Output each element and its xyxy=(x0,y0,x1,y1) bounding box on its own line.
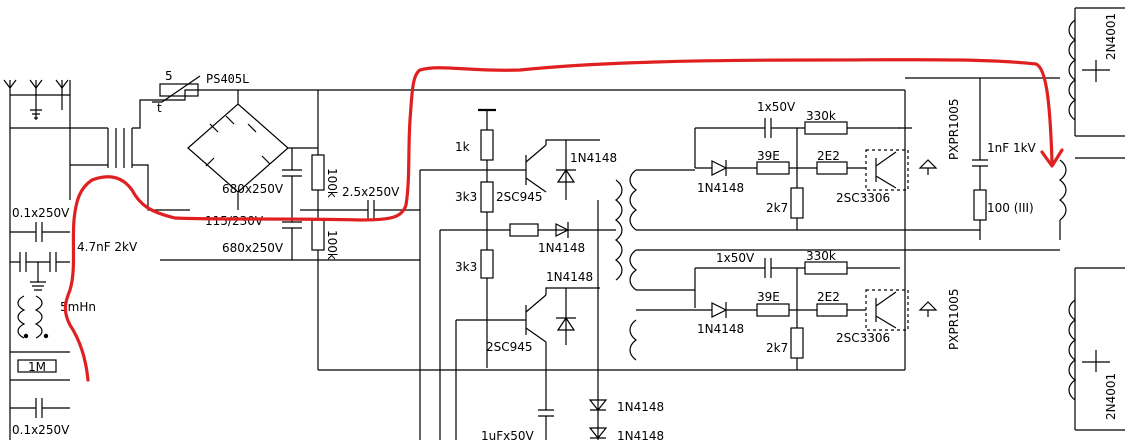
d-top-label: 1N4148 xyxy=(570,151,617,165)
bulk-cap-top-label: 680x250V xyxy=(222,182,284,196)
d-gate-bottom-label: 1N4148 xyxy=(697,322,744,336)
q-top-label: 2SC945 xyxy=(496,190,543,204)
bulk-capacitors: 680x250V 115/230V 680x250V 100k 100k 2.5… xyxy=(160,90,420,370)
cap-1x50-bottom-label: 1x50V xyxy=(716,251,755,265)
cap-1u-label: 1uFx50V xyxy=(481,429,535,441)
snubber-res-label: 100 (III) xyxy=(987,201,1034,215)
out-diode-top-label: 2N4001 xyxy=(1104,13,1118,60)
driver-transformer xyxy=(615,169,1060,361)
d-mid-label: 1N4148 xyxy=(538,241,585,255)
discharge-resistor-label: 1M xyxy=(28,360,46,374)
r-330k-top-label: 330k xyxy=(806,109,836,123)
output-transformer: 2N4001 2N4001 xyxy=(1068,7,1125,431)
cap-1x50-top-label: 1x50V xyxy=(757,100,796,114)
sw-top-label: 2SC3306 xyxy=(836,191,890,205)
sw-bottom-label: 2SC3306 xyxy=(836,331,890,345)
y-cap-label: 4.7nF 2kV xyxy=(77,240,138,254)
r-39e-top-label: 39E xyxy=(757,149,780,163)
r-1k-label: 1k xyxy=(455,140,470,154)
thermistor: 5 t PS405L xyxy=(152,69,249,115)
bridge-rectifier xyxy=(187,90,318,210)
d-bottom1-label: 1N4148 xyxy=(617,400,664,414)
input-cap-2-label: 0.1x250V xyxy=(12,423,70,437)
thermistor-symbol-label: t xyxy=(157,101,162,115)
pxpr-bottom-label: PXPR1005 xyxy=(947,288,961,350)
d-bottom2-label: 1N4148 xyxy=(617,429,664,441)
switch-stage-bottom: 1x50V 330k 1N4148 39E 2E2 2k7 2SC3306 PX… xyxy=(636,249,961,370)
input-filter: 0.1x250V 4.7nF 2kV 5mHn 1M 0.1x250V xyxy=(10,206,138,437)
snubber: 1nF 1kV 100 (III) xyxy=(905,77,1067,240)
input-cap-label: 0.1x250V xyxy=(12,206,70,220)
choke-label: 5mHn xyxy=(60,300,96,314)
bleeder-top-label: 100k xyxy=(325,168,339,198)
r-2e2-top-label: 2E2 xyxy=(817,149,840,163)
out-diode-bottom-label: 2N4001 xyxy=(1104,373,1118,420)
d-gate-top-label: 1N4148 xyxy=(697,181,744,195)
thermistor-part-label: PS405L xyxy=(206,72,249,86)
r-2k7-bottom-label: 2k7 xyxy=(766,341,788,355)
d-mid2-label: 1N4148 xyxy=(546,270,593,284)
r-3k3-top-label: 3k3 xyxy=(455,190,477,204)
red-arrowhead xyxy=(1040,148,1064,168)
bleeder-bottom-label: 100k xyxy=(325,230,339,260)
snubber-cap-label: 1nF 1kV xyxy=(987,141,1037,155)
switch-stage-top: 1x50V 330k 1N4148 39E 2E2 2k7 2SC3306 PX… xyxy=(694,90,961,370)
thermistor-value-label: 5 xyxy=(165,69,173,83)
coupling-cap-label: 2.5x250V xyxy=(342,185,400,199)
pxpr-top-label: PXPR1005 xyxy=(947,98,961,160)
voltage-switch-label: 115/230V xyxy=(205,214,264,228)
input-terminals xyxy=(3,79,318,440)
r-39e-bottom-label: 39E xyxy=(757,290,780,304)
r-2e2-bottom-label: 2E2 xyxy=(817,290,840,304)
r-330k-bottom-label: 330k xyxy=(806,249,836,263)
red-annotation-path xyxy=(63,58,1054,382)
driver-stage: 1k 3k3 3k3 2SC945 1N4148 1N4148 1N4148 2… xyxy=(318,89,905,441)
r-2k7-top-label: 2k7 xyxy=(766,201,788,215)
bulk-cap-bottom-label: 680x250V xyxy=(222,241,284,255)
q-bottom-label: 2SC945 xyxy=(486,340,533,354)
r-3k3-bottom-label: 3k3 xyxy=(455,260,477,274)
